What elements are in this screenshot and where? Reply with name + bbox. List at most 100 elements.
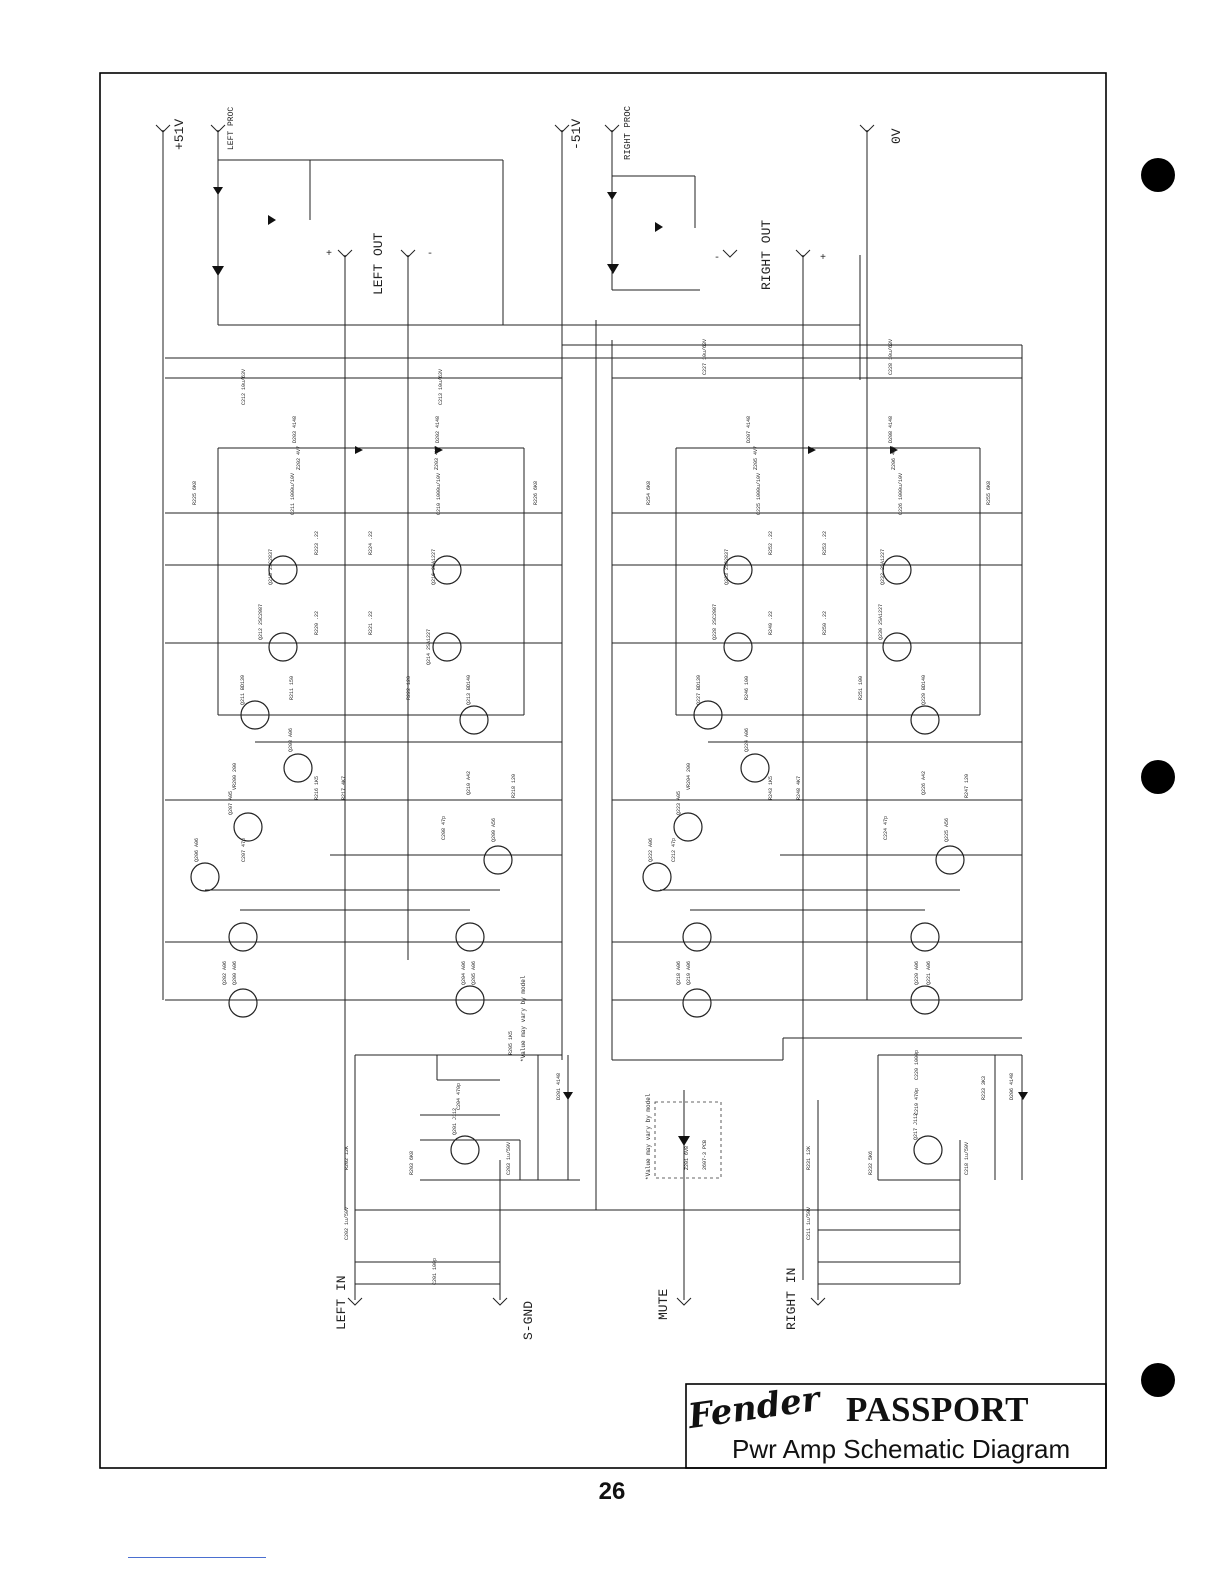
- label-z205: Z205 4V7: [753, 446, 759, 470]
- transistor-q215: [268, 555, 298, 585]
- label-d207: D207 4148: [746, 416, 752, 443]
- label-r253: R253 .22: [822, 531, 828, 555]
- label-right-out: RIGHT OUT: [759, 220, 774, 290]
- label-c228: C228 10u/63V: [888, 339, 894, 375]
- fender-logo: Fender: [685, 1379, 823, 1437]
- label-s-gnd: S-GND: [521, 1301, 536, 1340]
- label-q221: Q221 A06: [926, 961, 932, 985]
- label-r211: R211 150: [289, 676, 295, 700]
- zener-z204: [212, 266, 224, 276]
- label-q202: Q202 A06: [222, 961, 228, 985]
- punch-hole-bottom: [1141, 1363, 1175, 1397]
- label-c220: C220 1000p: [914, 1050, 920, 1080]
- label-r255: R255 6K8: [986, 481, 992, 505]
- label-z206: Z206 4V7: [891, 446, 897, 470]
- label-q215: Q215 2SC2837: [268, 549, 274, 585]
- label-q212: Q212 2SC2987: [258, 604, 264, 640]
- label-r254: R254 6K8: [646, 481, 652, 505]
- label-r223: R223 .22: [314, 531, 320, 555]
- label-q208: Q208 A06: [288, 728, 294, 752]
- label-q224: Q224 A06: [744, 728, 750, 752]
- label-z203: Z203 4V7: [434, 446, 440, 470]
- label-right-out-minus: -: [714, 253, 720, 264]
- note-value-vary-left: *Value may vary by model: [520, 975, 527, 1062]
- diode-d207: [808, 446, 816, 454]
- label-left-proc: LEFT PROC: [227, 107, 236, 150]
- label-left-out-plus: +: [326, 249, 332, 260]
- label-c207: C207 47p: [241, 838, 247, 862]
- page-number: 26: [598, 1478, 626, 1505]
- label-q229: Q229 BD140: [921, 675, 927, 705]
- label-r233: R233 3K3: [981, 1076, 987, 1100]
- label-r205: R205 1K5: [508, 1031, 514, 1055]
- label-c201: C201 100p: [432, 1258, 438, 1285]
- zener-z207: [607, 264, 619, 274]
- title-block: Fender PASSPORT Pwr Amp Schematic Diagra…: [686, 1379, 1106, 1468]
- label-right-out-plus: +: [820, 253, 826, 264]
- label-r250: R250 .22: [822, 611, 828, 635]
- diode-d209: [655, 222, 663, 232]
- label-q222: Q222 A06: [648, 838, 654, 862]
- diode-d204: [268, 215, 276, 225]
- label-q233: Q233 2SC2837: [724, 549, 730, 585]
- label-r226: R226 6K8: [533, 481, 539, 505]
- left-channel-labels: Q215 2SC2837 Q216 2SA1227 Q212 2SC2987 Q…: [192, 369, 562, 1285]
- label-c225: C225 1000u/10V: [756, 473, 762, 515]
- label-r203: R203 6K8: [409, 1151, 415, 1175]
- transistor-q201: [450, 1135, 480, 1165]
- label-r247: R247 120: [964, 774, 970, 798]
- transistor-q200: [228, 922, 258, 952]
- label-r222: R222 120: [406, 676, 412, 700]
- transistor-q222: [642, 862, 672, 892]
- diode-d206: [1018, 1092, 1028, 1100]
- diode-symbols: [212, 187, 1028, 1146]
- label-left-out-minus: -: [427, 249, 433, 260]
- label-q230: Q230 2SA1227: [878, 604, 884, 640]
- label-right-in: RIGHT IN: [784, 1268, 799, 1330]
- label-mute: MUTE: [656, 1289, 671, 1320]
- label-r220: R220 .22: [314, 611, 320, 635]
- label-c212r: C212 47p: [671, 838, 677, 862]
- label-r232: R232 5K6: [868, 1151, 874, 1175]
- label-r251: R251 100: [858, 676, 864, 700]
- punch-hole-top: [1141, 158, 1175, 192]
- label-vr200: VR200 200: [232, 763, 238, 790]
- transistor-q232: [882, 555, 912, 585]
- label-r221: R221 .22: [368, 611, 374, 635]
- sheet-subtitle: Pwr Amp Schematic Diagram: [732, 1434, 1071, 1464]
- label-q214: Q214 2SA1227: [426, 629, 432, 665]
- label-q200: Q200 A06: [232, 961, 238, 985]
- label-q205: Q205 A06: [471, 961, 477, 985]
- footer-rule: [128, 1557, 266, 1558]
- transistor-q220: [910, 922, 940, 952]
- label-c203: C203 1u/50V: [506, 1142, 512, 1175]
- transistor-q229: [910, 705, 940, 735]
- transistor-q223: [673, 812, 703, 842]
- diode-d203: [355, 446, 363, 454]
- transistor-q230: [882, 632, 912, 662]
- transistor-q206: [190, 862, 220, 892]
- label-c227: C227 10u/63V: [702, 339, 708, 375]
- label-z202: Z202 4V7: [296, 446, 302, 470]
- label-right-proc: RIGHT PROC: [623, 105, 633, 160]
- label-q204: Q204 A06: [461, 961, 467, 985]
- label-c218: C218 1u/50V: [964, 1142, 970, 1175]
- title-block-border: [685, 1383, 1107, 1469]
- diode-d210: [607, 192, 617, 200]
- label-d208: D208 4148: [888, 416, 894, 443]
- label-left-out: LEFT OUT: [371, 232, 386, 295]
- note-value-vary-mute: *Value may vary by model: [645, 1093, 652, 1180]
- label-q227: Q227 BD139: [696, 675, 702, 705]
- transistor-q217: [913, 1135, 943, 1165]
- label-q216: Q216 2SA1227: [431, 549, 437, 585]
- label-c213: C213 10u/63V: [438, 369, 444, 405]
- label-q213: Q213 BD140: [466, 675, 472, 705]
- label-d203: D203 4148: [292, 416, 298, 443]
- right-channel-labels: Q233 2SC2837 Q232 2SA1227 Q228 2SC2987 Q…: [646, 339, 1015, 1240]
- transistor-q209: [483, 845, 513, 875]
- label-d202: D202 4148: [435, 416, 441, 443]
- label-q217: Q217 J112: [913, 1113, 919, 1140]
- label-q228: Q228 2SC2987: [712, 604, 718, 640]
